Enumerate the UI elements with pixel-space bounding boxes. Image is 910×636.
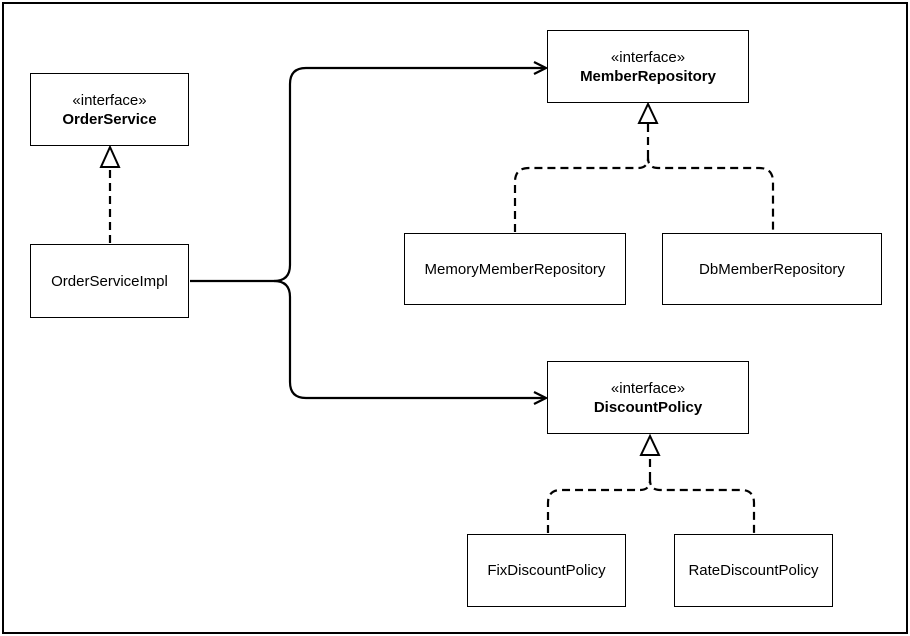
member-repository-interface[interactable]: «interface» MemberRepository [547,30,749,103]
order-service-interface[interactable]: «interface» OrderService [30,73,189,146]
order-service-impl-class[interactable]: OrderServiceImpl [30,244,189,318]
class-name: DbMemberRepository [699,260,845,278]
realization-edge-discount-policy [546,433,756,533]
dependency-edge-member-repository [190,68,545,283]
realization-edge-member-repository [513,101,775,232]
interface-name: OrderService [62,110,157,128]
class-name: OrderServiceImpl [51,272,168,290]
class-name: MemoryMemberRepository [424,260,606,278]
stereotype-label: «interface» [610,379,686,397]
class-name: RateDiscountPolicy [688,562,819,579]
interface-name: DiscountPolicy [593,398,703,416]
stereotype-label: «interface» [610,48,686,66]
discount-policy-interface[interactable]: «interface» DiscountPolicy [547,361,749,434]
class-name: FixDiscountPolicy [487,562,606,579]
realization-edge-order-service [99,144,121,243]
db-member-repository-class[interactable]: DbMemberRepository [662,233,882,305]
fix-discount-policy-class[interactable]: FixDiscountPolicy [467,534,626,607]
dependency-edge-discount-policy [273,279,545,398]
memory-member-repository-class[interactable]: MemoryMemberRepository [404,233,626,305]
stereotype-label: «interface» [72,91,147,109]
interface-name: MemberRepository [580,67,716,85]
rate-discount-policy-class[interactable]: RateDiscountPolicy [674,534,833,607]
